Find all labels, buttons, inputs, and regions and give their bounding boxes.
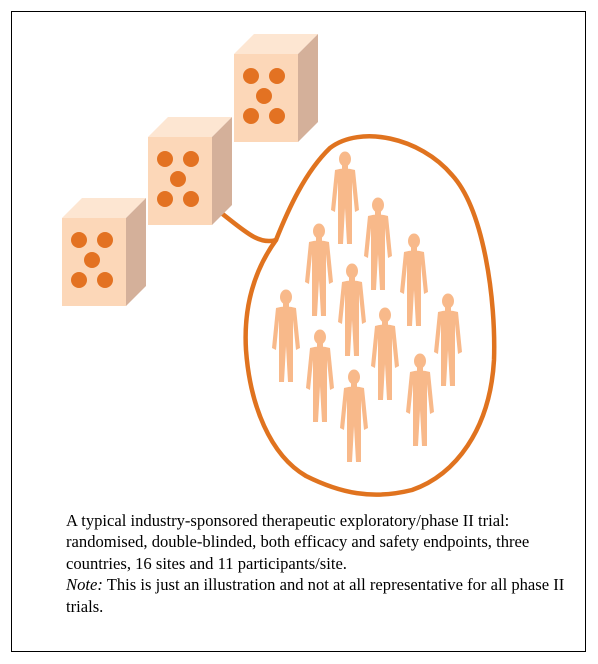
participant-icon bbox=[340, 369, 368, 462]
site-cluster-outline bbox=[243, 134, 497, 497]
participant-icon bbox=[338, 263, 366, 356]
participant-icon bbox=[434, 293, 462, 386]
participant-icon bbox=[331, 151, 359, 244]
note-text: This is just an illustration and not at … bbox=[66, 575, 565, 616]
site-cube-icon bbox=[234, 34, 318, 142]
participant-icon bbox=[272, 289, 300, 382]
note-label: Note: bbox=[66, 575, 103, 595]
participants-group bbox=[272, 151, 462, 462]
participant-icon bbox=[305, 223, 333, 316]
caption-main: A typical industry-sponsored therapeutic… bbox=[66, 511, 530, 573]
participant-icon bbox=[400, 233, 428, 326]
caption-note: Note: This is just an illustration and n… bbox=[66, 574, 566, 617]
figure-caption: A typical industry-sponsored therapeutic… bbox=[66, 510, 566, 617]
participant-icon bbox=[306, 329, 334, 422]
participant-icon bbox=[406, 353, 434, 446]
participant-icon bbox=[371, 307, 399, 400]
site-cube-icon bbox=[148, 117, 232, 225]
site-cube-icon bbox=[62, 198, 146, 306]
participant-icon bbox=[364, 197, 392, 290]
